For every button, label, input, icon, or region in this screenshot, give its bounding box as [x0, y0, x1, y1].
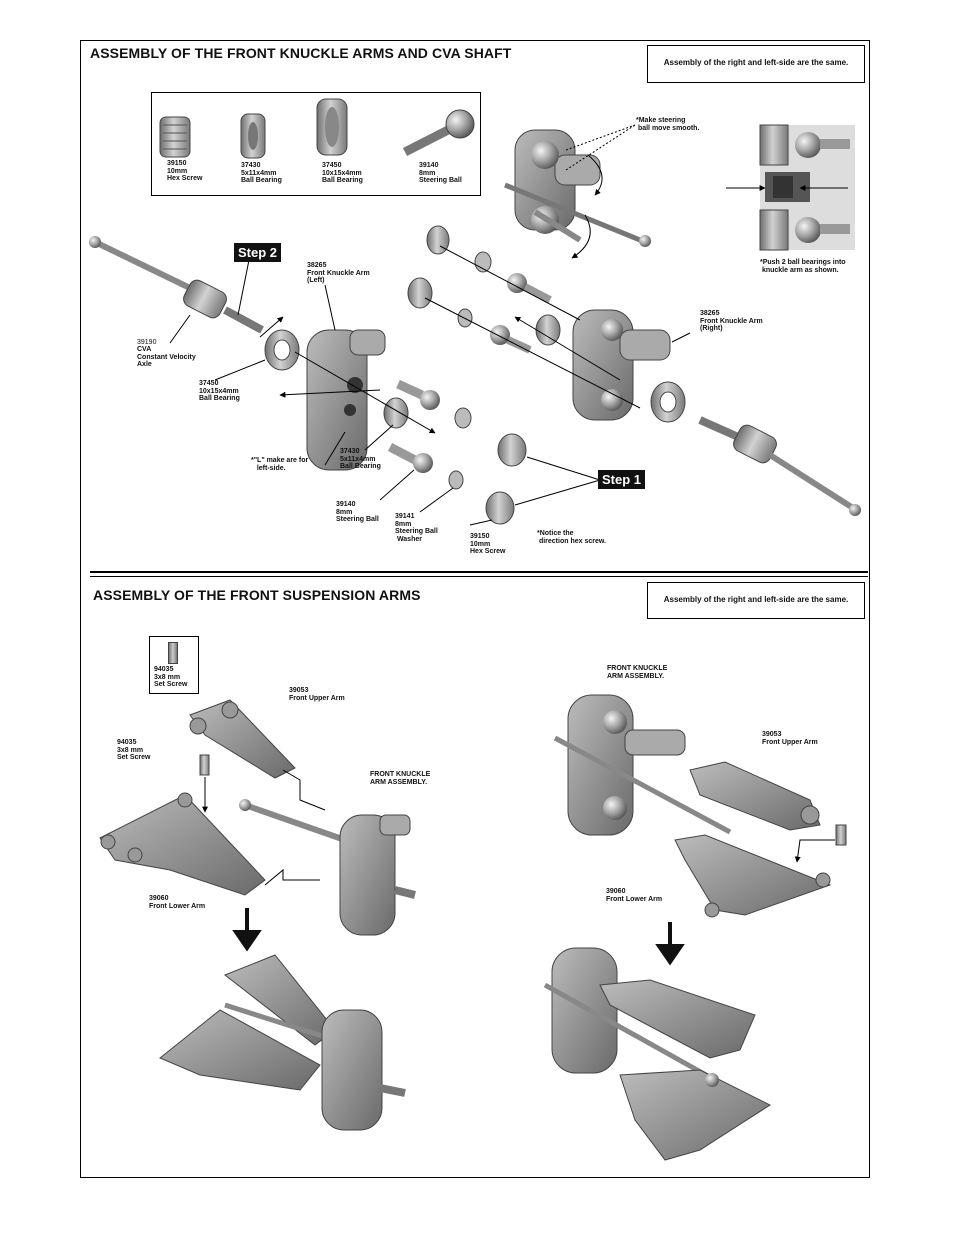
small-bearing-left-icon	[383, 397, 409, 429]
washer-icon	[448, 470, 464, 490]
steering-ball-detail-icon	[504, 124, 651, 259]
upper-arm-left-icon	[189, 699, 296, 779]
label-knuckle-right: 38265 Front Knuckle Arm (Right)	[700, 310, 763, 332]
label-set-screw-box: 94035 3x8 mm Set Screw	[154, 666, 188, 688]
bearing-cross-section-icon	[726, 124, 855, 251]
set-screw-legend-icon	[168, 642, 178, 664]
label-lower-arm-left: 39060 Front Lower Arm	[149, 895, 206, 910]
parts-legend	[151, 92, 481, 196]
section1-note: Assembly of the right and left-side are …	[647, 45, 865, 83]
section2-title: ASSEMBLY OF THE FRONT SUSPENSION ARMS	[93, 587, 421, 603]
note-push-bearings: *Push 2 ball bearings into knuckle arm a…	[760, 259, 846, 274]
part-label-steering-ball: 39140 8mm Steering Ball	[419, 162, 462, 184]
label-knuckle-left: 38265 Front Knuckle Arm (Left)	[307, 262, 370, 284]
label-upper-arm-right: 39053 Front Upper Arm	[762, 731, 818, 746]
knuckle-assembly-left-icon	[239, 799, 416, 936]
hex-screw-lower-icon	[485, 491, 515, 525]
steering-ball-part-icon	[402, 109, 475, 157]
label-hex-screw: 39150 10mm Hex Screw	[470, 533, 506, 555]
label-steering-ball: 39140 8mm Steering Ball	[336, 501, 379, 523]
set-screw-left-icon	[199, 754, 210, 776]
label-knuckle-assembly-right: FRONT KNUCKLE ARM ASSEMBLY.	[607, 665, 668, 680]
part-label-hex-screw: 39150 10mm Hex Screw	[167, 160, 203, 182]
knuckle-arm-left-icon	[306, 329, 386, 471]
section2-note: Assembly of the right and left-side are …	[647, 582, 865, 619]
steering-ball-lower-left-icon	[413, 453, 433, 473]
set-screw-legend	[149, 636, 199, 694]
hex-screw-upper-icon	[497, 433, 527, 467]
small-bearing-part-icon	[240, 113, 266, 159]
hex-screw-part-icon	[159, 116, 191, 158]
lower-arm-left-icon	[99, 792, 266, 896]
cva-shaft-right-icon	[698, 416, 861, 516]
knuckle-arm-right-icon	[572, 309, 671, 421]
knuckle-assembly-right-icon	[553, 694, 732, 836]
label-l-mark: *"L" make are for left-side.	[251, 457, 309, 472]
assembled-right-icon	[543, 947, 772, 1161]
step2-badge: Step 2	[234, 243, 282, 262]
label-set-screw: 94035 3x8 mm Set Screw	[117, 739, 151, 761]
step1-badge: Step 1	[598, 470, 646, 489]
section-divider-thin	[90, 576, 868, 577]
down-arrow-left-icon	[232, 908, 262, 952]
label-knuckle-assembly-left: FRONT KNUCKLE ARM ASSEMBLY.	[370, 771, 431, 786]
upper-arm-right-icon	[689, 761, 821, 831]
part-label-small-bearing: 37430 5x11x4mm Ball Bearing	[241, 162, 282, 184]
assembled-left-icon	[159, 954, 406, 1131]
page-frame	[80, 40, 870, 1178]
label-bearing-small: 37430 5x11x4mm Ball Bearing	[340, 448, 381, 470]
label-lower-arm-right: 39060 Front Lower Arm	[606, 888, 663, 903]
label-upper-arm-left: 39053 Front Upper Arm	[289, 687, 345, 702]
steering-screw-upper-left-icon	[396, 379, 424, 400]
lower-arm-right-icon	[674, 834, 832, 918]
label-cva-number: 39190	[137, 339, 157, 346]
note-smooth: *Make steering ball move smooth.	[636, 117, 700, 132]
down-arrow-right-icon	[655, 922, 685, 966]
set-screw-right-icon	[835, 824, 847, 846]
section-divider	[90, 571, 868, 573]
label-washer: 39141 8mm Steering Ball Washer	[395, 513, 438, 543]
label-notice: *Notice the direction hex screw.	[537, 530, 606, 545]
section1-title: ASSEMBLY OF THE FRONT KNUCKLE ARMS AND C…	[90, 45, 512, 61]
large-bearing-part-icon	[316, 98, 348, 156]
label-bearing-large: 37450 10x15x4mm Ball Bearing	[199, 380, 240, 402]
cva-shaft-left-icon	[89, 236, 264, 334]
label-cva: CVA Constant Velocity Axle	[137, 346, 196, 368]
part-label-large-bearing: 37450 10x15x4mm Ball Bearing	[322, 162, 363, 184]
